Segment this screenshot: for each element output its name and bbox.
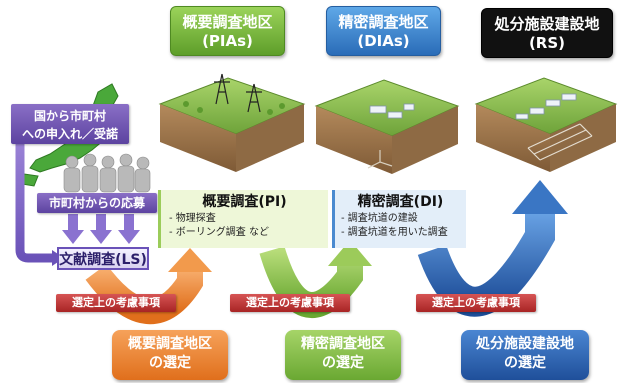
- header-dias: 精密調査地区 (DIAs): [326, 6, 441, 56]
- people-group-icon: [63, 153, 151, 193]
- pi-item: - ボーリング調査 など: [169, 227, 269, 238]
- header-pias-line2: (PIAs): [202, 32, 253, 50]
- header-pias-line1: 概要調査地区: [182, 13, 273, 31]
- consideration-label-3: 選定上の考慮事項: [416, 294, 536, 312]
- pylon-icon: [214, 73, 262, 113]
- preliminary-investigation-box: 概要調査(PI) - 物理探査 - ボーリング調査 など: [158, 190, 328, 248]
- header-pias: 概要調査地区 (PIAs): [170, 6, 285, 56]
- request-line2: への申入れ／受諾: [21, 127, 118, 141]
- header-dias-line2: (DIAs): [357, 32, 410, 50]
- selection-rs-line2: の選定: [504, 355, 546, 371]
- request-line1: 国から市町村: [33, 109, 106, 123]
- facility-icon: [369, 103, 415, 119]
- header-dias-line1: 精密調査地区: [338, 13, 429, 31]
- terrain-block-rs: [474, 77, 618, 172]
- header-rs-line1: 処分施設建設地: [494, 15, 600, 33]
- selection-rs-line1: 処分施設建設地: [476, 336, 574, 352]
- selection-rs-box: 処分施設建設地 の選定: [461, 330, 589, 380]
- application-label: 市町村からの応募: [37, 193, 157, 213]
- di-item: - 調査坑道を用いた調査: [341, 227, 448, 238]
- pi-title: 概要調査(PI): [202, 194, 287, 210]
- purple-flow-arrows: [15, 144, 140, 266]
- selection-pias-line1: 概要調査地区: [128, 336, 212, 352]
- consideration-label-1: 選定上の考慮事項: [56, 294, 176, 312]
- selection-pias-box: 概要調査地区 の選定: [112, 330, 228, 380]
- detailed-investigation-box: 精密調査(DI) - 調査坑道の建設 - 調査坑道を用いた調査: [332, 190, 466, 248]
- header-rs-line2: (RS): [528, 34, 566, 52]
- consideration-label-2: 選定上の考慮事項: [230, 294, 350, 312]
- terrain-block-dia: [314, 79, 460, 174]
- literature-survey-box: 文献調査(LS): [57, 247, 149, 270]
- selection-dias-box: 精密調査地区 の選定: [285, 330, 401, 380]
- selection-dias-line2: の選定: [322, 355, 364, 371]
- terrain-block-pia: [158, 73, 306, 172]
- pi-item: - 物理探査: [169, 213, 216, 224]
- request-label: 国から市町村 への申入れ／受諾: [11, 104, 129, 144]
- selection-pias-line2: の選定: [149, 355, 191, 371]
- di-title: 精密調査(DI): [357, 194, 444, 210]
- selection-dias-line1: 精密調査地区: [301, 336, 385, 352]
- di-item: - 調査坑道の建設: [341, 213, 418, 224]
- header-rs: 処分施設建設地 (RS): [481, 8, 613, 58]
